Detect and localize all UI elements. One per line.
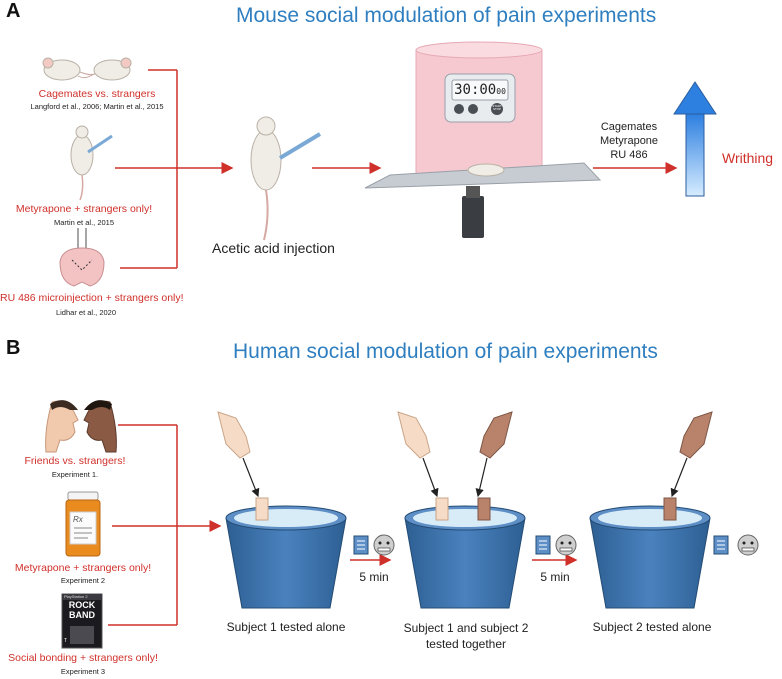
timer-small: 00 — [496, 87, 506, 96]
stage-3-label: Subject 2 tested alone — [584, 620, 720, 634]
hand-dark-3-icon — [664, 412, 712, 520]
rating-icons-2 — [536, 535, 576, 555]
bucket-3-icon — [590, 506, 710, 608]
condition-b2-ref: Experiment 2 — [0, 576, 166, 585]
brain-section-icon — [60, 228, 104, 286]
hand-light-1-icon — [218, 412, 268, 520]
condition-b2-label: Metyrapone + strangers only! — [0, 562, 166, 574]
condition-b1-ref: Experiment 1. — [0, 470, 150, 479]
hand-light-2-icon — [398, 412, 448, 520]
two-faces-icon — [46, 400, 117, 452]
increase-arrow-icon — [674, 82, 716, 196]
modulators-list: Cagemates Metyrapone RU 486 — [597, 120, 661, 162]
pill-bottle-icon — [66, 492, 100, 556]
condition-b1-label: Friends vs. strangers! — [0, 455, 150, 467]
condition-b3-ref: Experiment 3 — [0, 667, 166, 676]
timer-main: 30:00 — [454, 82, 496, 98]
game-title-top: ROCK — [62, 601, 102, 610]
pill-bottle-label: Rx — [73, 515, 93, 524]
game-rating: T — [64, 638, 67, 644]
stage-1-label: Subject 1 tested alone — [216, 620, 356, 634]
game-title-bottom: BAND — [62, 611, 102, 620]
condition-a2-label: Metyrapone + strangers only! — [2, 203, 166, 215]
timer-start-stop-label: START STOP — [491, 105, 503, 111]
rating-icons-1 — [354, 535, 394, 555]
modulator-3: RU 486 — [597, 148, 661, 162]
panel-b-title: Human social modulation of pain experime… — [233, 340, 658, 364]
modulator-1: Cagemates — [597, 120, 661, 134]
condition-b3-label: Social bonding + strangers only! — [0, 652, 166, 664]
interval-2-label: 5 min — [537, 570, 573, 584]
bucket-2-icon — [405, 506, 525, 608]
condition-a3-label: RU 486 microinjection + strangers only! — [0, 292, 172, 304]
panel-letter-b: B — [6, 337, 20, 360]
mice-pair-icon — [43, 58, 131, 80]
hand-dark-2-icon — [478, 412, 512, 520]
mouse-syringe-small-icon — [71, 126, 112, 200]
interval-1-label: 5 min — [356, 570, 392, 584]
bucket-1-icon — [226, 506, 346, 608]
condition-a2-ref: Martin et al., 2015 — [2, 218, 166, 227]
condition-a3-ref: Lidhar et al., 2020 — [0, 308, 172, 317]
timer-readout: 30:0000 — [452, 80, 508, 100]
outcome-label: Writhing — [722, 150, 773, 166]
injection-label: Acetic acid injection — [212, 240, 332, 256]
condition-a1-label: Cagemates vs. strangers — [12, 88, 182, 100]
modulator-2: Metyrapone — [597, 134, 661, 148]
stage-2-label: Subject 1 and subject 2 tested together — [398, 620, 534, 652]
rating-icons-3 — [714, 535, 758, 555]
condition-a1-ref: Langford et al., 2006; Martin et al., 20… — [12, 102, 182, 111]
mouse-injection-icon — [251, 117, 320, 240]
observation-chamber-icon — [365, 42, 600, 238]
